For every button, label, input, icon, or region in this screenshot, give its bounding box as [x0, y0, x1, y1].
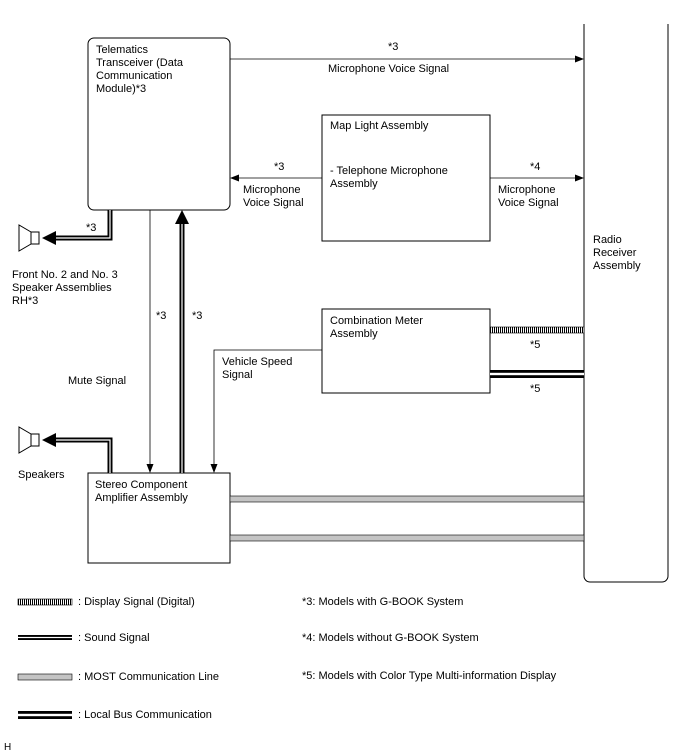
stereo-amplifier-label: Stereo Component Amplifier Assembly [95, 479, 188, 504]
telematics-sound-arrowhead [175, 210, 189, 224]
local-bus-line-gap [490, 372, 584, 376]
speakers-arrowhead [42, 433, 56, 447]
left-mic-note: *3 [274, 161, 285, 173]
most-line-lower [229, 534, 585, 542]
top-mic-note: *3 [388, 41, 399, 53]
vehicle-speed-arrowhead [210, 464, 218, 473]
mute-signal-arrowhead [146, 464, 154, 473]
left-mic-signal-label: Microphone Voice Signal [243, 184, 304, 209]
speakers-sound-inner [56, 439, 111, 473]
map-light-assembly-label: Map Light Assembly [330, 120, 429, 132]
right-mic-arrowhead [575, 174, 584, 182]
speakers-icon [18, 426, 40, 454]
map-light-assembly-box [321, 114, 491, 242]
vehicle-speed-label: Vehicle Speed Signal [222, 356, 293, 381]
note-without-g-book: *4: Models without G-BOOK System [302, 632, 479, 644]
legend-most-label: : MOST Communication Line [78, 671, 220, 683]
corner-letter: H [4, 742, 12, 753]
display-signal-note: *5 [530, 339, 541, 351]
front-speaker-note: *3 [86, 222, 97, 234]
top-mic-arrowhead [575, 55, 584, 63]
speakers-label: Speakers [18, 469, 65, 481]
legend-display-label: : Display Signal (Digital) [78, 596, 195, 608]
telematics-transceiver-label: Telematics Transceiver (Data Communicati… [96, 44, 184, 95]
telephone-microphone-label: - Telephone Microphone Assembly [330, 165, 448, 190]
radio-receiver-label: Radio Receiver Assembly [593, 234, 641, 272]
right-mic-note: *4 [530, 161, 541, 173]
top-mic-signal-label: Microphone Voice Signal [328, 63, 450, 75]
legend-display-swatch [17, 598, 73, 606]
left-mic-arrowhead [230, 174, 239, 182]
most-line-upper [229, 495, 585, 503]
radio-receiver-top-mask [583, 0, 669, 24]
legend-sound-label: : Sound Signal [78, 632, 150, 644]
sound-note: *3 [192, 310, 203, 322]
front-speakers-label: Front No. 2 and No. 3 Speaker Assemblies… [12, 269, 118, 307]
legend-localbus-label: : Local Bus Communication [78, 709, 212, 721]
mute-signal-label: Mute Signal [68, 375, 127, 387]
legend-most-swatch [17, 673, 73, 681]
front-speaker-icon [18, 224, 40, 252]
combination-meter-label: Combination Meter Assembly [330, 315, 423, 340]
local-bus-note: *5 [530, 383, 541, 395]
front-speaker-sound-inner [56, 210, 111, 239]
radio-receiver-box [583, 17, 669, 583]
telematics-transceiver-box [87, 37, 231, 211]
right-mic-signal-label: Microphone Voice Signal [498, 184, 559, 209]
legend-localbus-swatch-gap [18, 713, 72, 717]
stereo-amplifier-box [87, 472, 231, 564]
note-color-display: *5: Models with Color Type Multi-informa… [302, 670, 557, 682]
vehicle-speed-line [213, 349, 322, 464]
front-speaker-sound-line [56, 210, 113, 241]
display-signal-line [489, 326, 585, 334]
front-speaker-arrowhead [42, 231, 56, 245]
note-g-book: *3: Models with G-BOOK System [302, 596, 464, 608]
mute-note: *3 [156, 310, 167, 322]
legend-sound-swatch-inner [18, 636, 72, 639]
combination-meter-box [321, 308, 491, 394]
